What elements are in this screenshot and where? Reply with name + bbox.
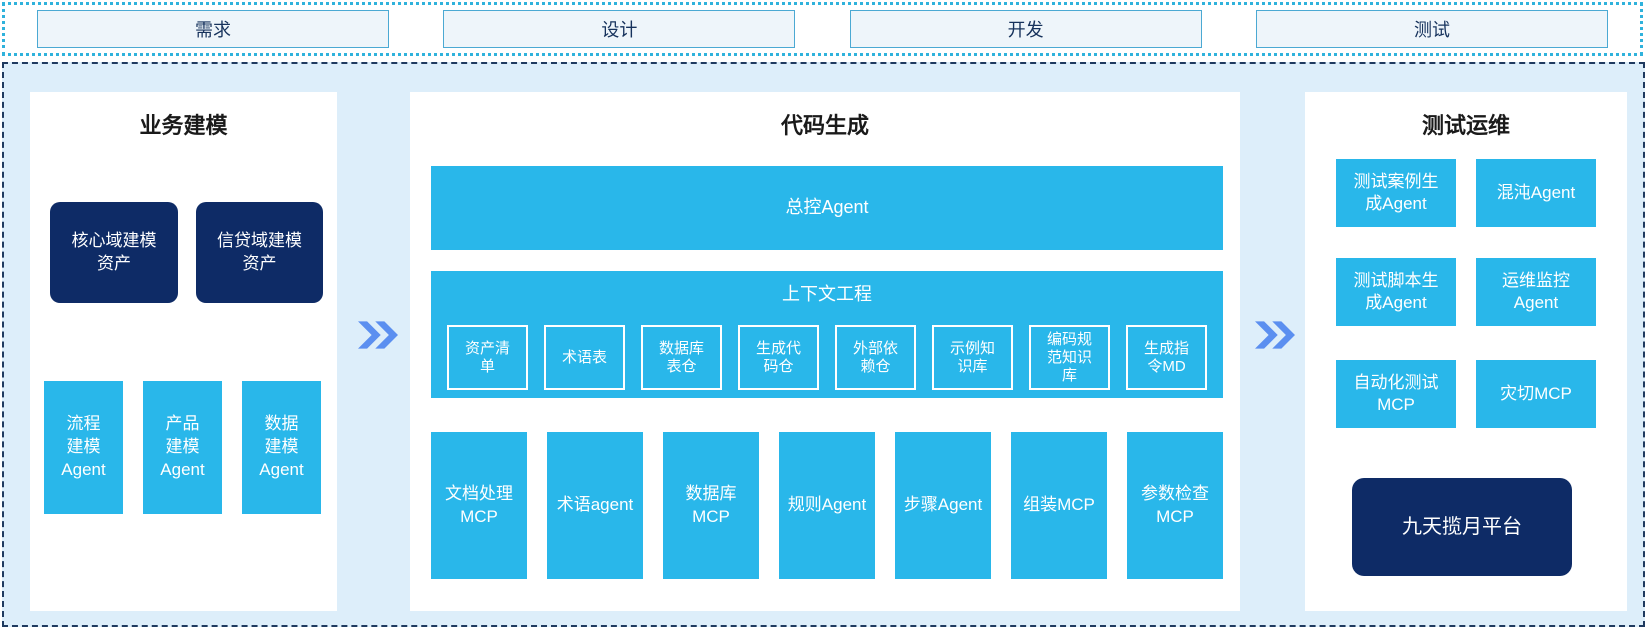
panel-test-ops: 测试运维 测试案例生 成Agent 混沌Agent 测试脚本生 成Agent 运… (1305, 92, 1627, 611)
phase-strip: 需求 设计 开发 测试 (2, 2, 1643, 56)
panel-title-code-generation: 代码生成 (780, 113, 869, 138)
panel-code-generation: 代码生成 总控Agent 上下文工程 资产清 单 术语表 数据库 表仓 生成代 … (410, 92, 1240, 611)
mcp-box-disaster-switch: 灾切MCP (1476, 360, 1596, 428)
context-item-example-knowledge-base: 示例知 识库 (932, 325, 1013, 390)
agent-box-test-script-generation: 测试脚本生 成Agent (1336, 258, 1456, 326)
agent-box-product-modeling: 产品 建模 Agent (143, 381, 222, 514)
phase-box-requirements: 需求 (37, 10, 389, 48)
tool-box-document-processing-mcp: 文档处理 MCP (431, 432, 527, 579)
agent-box-process-modeling: 流程 建模 Agent (44, 381, 123, 514)
context-item-asset-list: 资产清 单 (447, 325, 528, 390)
main-diagram-area: 业务建模 核心域建模 资产 信贷域建模 资产 流程 建模 Agent 产品 建模… (2, 62, 1645, 627)
mcp-box-automated-testing: 自动化测试 MCP (1336, 360, 1456, 428)
context-engineering-title: 上下文工程 (782, 284, 872, 304)
tool-box-database-mcp: 数据库 MCP (663, 432, 759, 579)
asset-box-core-domain: 核心域建模 资产 (50, 202, 178, 303)
tool-box-assembly-mcp: 组装MCP (1011, 432, 1107, 579)
phase-box-testing: 测试 (1255, 10, 1608, 48)
context-item-generated-code-repo: 生成代 码仓 (738, 325, 819, 390)
master-agent-bar: 总控Agent (431, 166, 1223, 250)
tool-box-parameter-check-mcp: 参数检查 MCP (1127, 432, 1223, 579)
agent-box-data-modeling: 数据 建模 Agent (242, 381, 321, 514)
platform-box-jiutian-lanyue: 九天揽月平台 (1352, 478, 1572, 576)
phase-box-design: 设计 (443, 10, 796, 48)
agent-box-ops-monitoring: 运维监控 Agent (1476, 258, 1596, 326)
panel-title-test-ops: 测试运维 (1421, 113, 1510, 138)
double-chevron-icon (358, 320, 398, 350)
context-item-generation-instruction-md: 生成指 令MD (1126, 325, 1207, 390)
tool-box-rules-agent: 规则Agent (779, 432, 875, 579)
agent-box-test-case-generation: 测试案例生 成Agent (1336, 159, 1456, 227)
tool-box-terminology-agent: 术语agent (547, 432, 643, 579)
phase-box-development: 开发 (849, 10, 1202, 48)
panel-business-modeling: 业务建模 核心域建模 资产 信贷域建模 资产 流程 建模 Agent 产品 建模… (30, 92, 337, 611)
context-items-row: 资产清 单 术语表 数据库 表仓 生成代 码仓 外部依 赖仓 示例知 识库 编码… (431, 325, 1223, 390)
context-engineering-block: 上下文工程 资产清 单 术语表 数据库 表仓 生成代 码仓 外部依 赖仓 示例知… (431, 271, 1223, 398)
context-item-coding-standard-knowledge-base: 编码规 范知识 库 (1029, 325, 1110, 390)
context-item-external-dependency-repo: 外部依 赖仓 (835, 325, 916, 390)
tools-row: 文档处理 MCP 术语agent 数据库 MCP 规则Agent 步骤Agent… (431, 432, 1223, 579)
agent-box-chaos: 混沌Agent (1476, 159, 1596, 227)
panel-title-business-modeling: 业务建模 (139, 113, 228, 138)
double-chevron-icon (1255, 320, 1295, 350)
tool-box-steps-agent: 步骤Agent (895, 432, 991, 579)
context-item-db-table-repo: 数据库 表仓 (641, 325, 722, 390)
asset-box-credit-domain: 信贷域建模 资产 (196, 202, 323, 303)
context-item-glossary: 术语表 (544, 325, 625, 390)
